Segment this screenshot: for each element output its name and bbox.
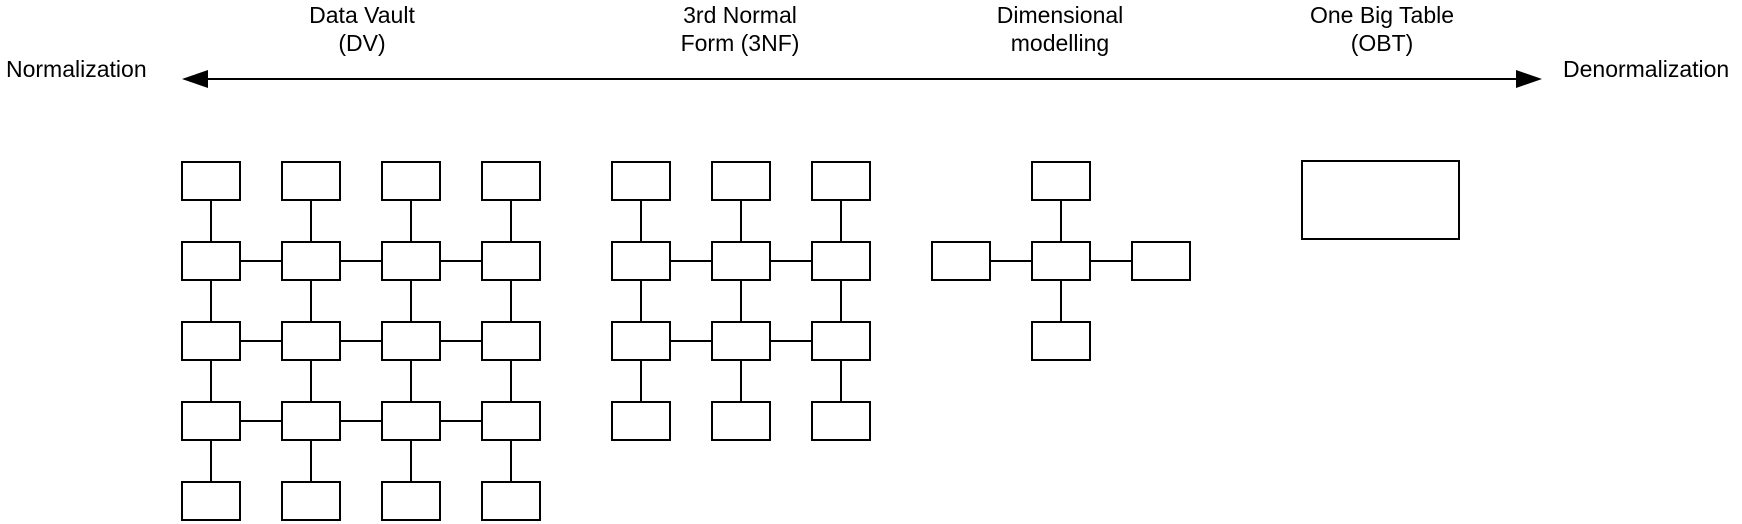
data-vault-schema-box (381, 161, 441, 201)
dimensional-star-schema-box (1031, 321, 1091, 361)
data-vault-schema-box (181, 161, 241, 201)
third-normal-form-label-line1: 3rd Normal (683, 2, 797, 28)
arrowhead-right-icon (1516, 70, 1542, 88)
dimensional-modelling-label-line1: Dimensional (996, 2, 1124, 28)
data-vault-schema-connector (310, 361, 312, 401)
data-vault-schema-box (481, 161, 541, 201)
normalization-label: Normalization (6, 56, 147, 82)
one-big-table-label: One Big Table (OBT) (1310, 1, 1454, 57)
dimensional-star-schema-box (1031, 161, 1091, 201)
third-normal-form-schema-connector (840, 201, 842, 241)
third-normal-form-schema-connector (840, 361, 842, 401)
dimensional-star-schema-connector (1091, 260, 1131, 262)
data-vault-schema-box (181, 401, 241, 441)
data-vault-schema-connector (510, 201, 512, 241)
third-normal-form-label-line2: Form (3NF) (680, 30, 800, 56)
dimensional-star-schema-connector (1060, 281, 1062, 321)
dimensional-modelling-label-line2: modelling (1010, 30, 1110, 56)
third-normal-form-schema-box (711, 321, 771, 361)
data-vault-schema-box (281, 401, 341, 441)
one-big-table-schema-box (1301, 160, 1460, 240)
data-vault-schema-connector (241, 260, 281, 262)
data-vault-label-line1: Data Vault (309, 2, 415, 28)
dimensional-star-schema-connector (991, 260, 1031, 262)
data-vault-label: Data Vault (DV) (309, 1, 415, 57)
denormalization-label: Denormalization (1563, 56, 1730, 82)
dimensional-star-schema-box (1031, 241, 1091, 281)
data-vault-schema-box (481, 241, 541, 281)
third-normal-form-schema-box (611, 321, 671, 361)
data-vault-schema-connector (410, 441, 412, 481)
data-vault-schema-box (381, 401, 441, 441)
third-normal-form-schema-box (711, 161, 771, 201)
data-vault-schema-connector (410, 361, 412, 401)
data-vault-schema-connector (241, 340, 281, 342)
third-normal-form-schema-box (611, 401, 671, 441)
arrowhead-left-icon (182, 70, 208, 88)
third-normal-form-schema-box (611, 161, 671, 201)
third-normal-form-schema-box (611, 241, 671, 281)
dimensional-modelling-label: Dimensional modelling (997, 1, 1124, 57)
third-normal-form-schema-box (811, 401, 871, 441)
data-vault-schema-connector (410, 281, 412, 321)
third-normal-form-schema-box (811, 161, 871, 201)
data-vault-schema-connector (310, 281, 312, 321)
third-normal-form-schema-box (811, 321, 871, 361)
data-vault-schema-box (381, 481, 441, 521)
third-normal-form-schema-box (811, 241, 871, 281)
one-big-table-label-line1: One Big Table (1309, 2, 1455, 28)
data-vault-schema-connector (341, 260, 381, 262)
data-vault-schema-connector (441, 260, 481, 262)
data-vault-schema-connector (341, 340, 381, 342)
one-big-table-label-line2: (OBT) (1350, 30, 1414, 56)
dimensional-star-schema-connector (1060, 201, 1062, 241)
third-normal-form-schema-connector (640, 281, 642, 321)
data-vault-schema-connector (241, 420, 281, 422)
data-vault-schema-connector (210, 201, 212, 241)
data-vault-schema-box (481, 321, 541, 361)
data-vault-schema-connector (510, 441, 512, 481)
data-vault-schema-connector (210, 361, 212, 401)
data-vault-label-line2: (DV) (338, 30, 386, 56)
data-vault-schema-box (481, 481, 541, 521)
data-vault-schema-connector (441, 420, 481, 422)
data-vault-schema-connector (310, 441, 312, 481)
data-vault-schema-connector (341, 420, 381, 422)
third-normal-form-schema-connector (671, 340, 711, 342)
third-normal-form-schema-connector (771, 260, 811, 262)
data-vault-schema-box (381, 241, 441, 281)
data-vault-schema-connector (510, 361, 512, 401)
third-normal-form-schema-connector (740, 281, 742, 321)
data-vault-schema-box (481, 401, 541, 441)
dimensional-star-schema-box (1131, 241, 1191, 281)
third-normal-form-schema-connector (771, 340, 811, 342)
dimensional-star-schema-box (931, 241, 991, 281)
third-normal-form-schema-connector (671, 260, 711, 262)
data-vault-schema-box (181, 241, 241, 281)
data-vault-schema-box (281, 161, 341, 201)
data-vault-schema-box (181, 321, 241, 361)
data-vault-schema-connector (210, 281, 212, 321)
data-vault-schema-box (281, 321, 341, 361)
data-vault-schema-box (381, 321, 441, 361)
data-vault-schema-connector (441, 340, 481, 342)
third-normal-form-schema-box (711, 241, 771, 281)
third-normal-form-schema-connector (840, 281, 842, 321)
data-vault-schema-connector (310, 201, 312, 241)
third-normal-form-schema-box (711, 401, 771, 441)
data-vault-schema-connector (210, 441, 212, 481)
data-vault-schema-box (281, 241, 341, 281)
third-normal-form-schema-connector (640, 201, 642, 241)
third-normal-form-label: 3rd Normal Form (3NF) (681, 1, 800, 57)
third-normal-form-schema-connector (740, 201, 742, 241)
data-vault-schema-connector (410, 201, 412, 241)
third-normal-form-schema-connector (640, 361, 642, 401)
third-normal-form-schema-connector (740, 361, 742, 401)
data-vault-schema-connector (510, 281, 512, 321)
data-vault-schema-box (181, 481, 241, 521)
data-vault-schema-box (281, 481, 341, 521)
spectrum-arrow-line (195, 78, 1529, 80)
